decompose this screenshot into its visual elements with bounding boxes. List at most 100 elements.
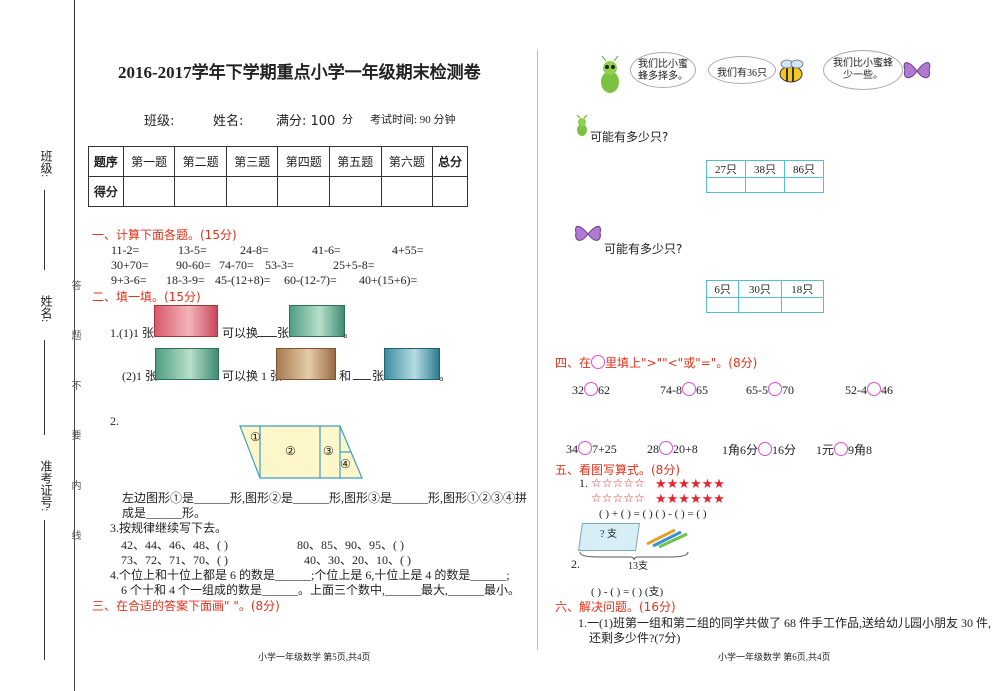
q2-number: 2. (110, 414, 119, 428)
calc-item: 24-8= (240, 243, 269, 257)
score-cell[interactable] (329, 176, 382, 207)
equation-row: ( ) - ( ) = ( ) (支) (591, 586, 664, 598)
compare-right: 65 (696, 383, 708, 397)
calc-item: 25+5-8= (333, 258, 375, 272)
banknote-50 (155, 348, 219, 380)
table-row: 得分 (88, 176, 468, 207)
mark-cell[interactable] (706, 177, 746, 193)
compare-left: 1元 (816, 443, 835, 457)
section-3-title: 三、在合适的答案下面画" "。(8分) (92, 599, 280, 613)
score-cell[interactable] (225, 176, 279, 207)
full-score: 满分: 100 (276, 114, 336, 129)
brace-icon (579, 551, 689, 560)
compare-circle[interactable] (758, 442, 773, 456)
compare-circle[interactable] (682, 382, 696, 396)
compare-item: 34 7+25 (566, 441, 617, 457)
score-cell[interactable] (380, 176, 434, 207)
money-q1a-unit: 张 (277, 326, 290, 340)
section-1-title: 一、计算下面各题。(15分) (92, 228, 237, 242)
header-cell: 第三题 (225, 146, 279, 177)
money-q1b-end: 。 (439, 369, 452, 383)
shape-label-3: ③ (323, 444, 334, 458)
calc-item: 13-5= (178, 243, 207, 257)
mark-cell[interactable] (738, 297, 782, 313)
money-q1b-prefix: (2)1 张 (122, 369, 157, 383)
header-cell: 题序 (88, 146, 124, 177)
score-cell[interactable] (432, 176, 468, 207)
section-4-title-a: 四、在 (555, 356, 592, 370)
compare-right: 16分 (772, 443, 797, 457)
shape-label-1: ① (250, 430, 261, 444)
seal-char: 题 (69, 330, 80, 340)
grasshopper-icon (576, 115, 588, 136)
compare-right: 46 (881, 383, 893, 397)
score-cell[interactable] (277, 176, 331, 207)
digit-question-line2: 6 个十和 4 个一组成的数是______。上面三个数中,______最大,__… (121, 583, 521, 597)
calc-item: 4+55= (392, 243, 424, 257)
calc-item: 74-70= (219, 258, 254, 272)
money-q1b-mid: 可以换 1 张 (222, 369, 283, 383)
mark-cell[interactable] (780, 297, 825, 313)
section-6-title: 六、解决问题。(16分) (555, 600, 676, 614)
compare-left: 34 (566, 442, 578, 456)
header-cell: 第五题 (329, 146, 382, 177)
parallelogram-shape (239, 425, 363, 479)
score-cell[interactable] (122, 176, 176, 207)
pattern-row: 42、44、46、48、( ) (121, 538, 228, 552)
calc-item: 90-60= (176, 258, 211, 272)
problem-line2: 还剩多少件?(7分) (589, 631, 681, 645)
speech-cloud: 我们有36只 (708, 56, 776, 84)
mark-cell[interactable] (705, 297, 740, 313)
butterfly-options-table: 6只 30只 18只 (705, 280, 825, 313)
score-cell[interactable] (174, 176, 227, 207)
option-cell: 38只 (745, 160, 785, 178)
header-cell: 第二题 (174, 146, 227, 177)
option-cell: 30只 (738, 280, 782, 298)
header-cell: 总分 (432, 146, 468, 177)
compare-right: 9角8 (848, 443, 873, 457)
section-4-title: 四、在里填上">""<"或"="。(8分) (555, 354, 757, 371)
mark-cell[interactable] (784, 177, 824, 193)
hollow-stars: ☆☆☆☆☆ (591, 476, 645, 490)
class-blank (44, 190, 45, 270)
compare-circle[interactable] (584, 382, 598, 396)
butterfly-icon (903, 62, 931, 79)
compare-circle[interactable] (659, 441, 673, 455)
mark-cell[interactable] (745, 177, 785, 193)
calc-item: 60-(12-7)= (284, 273, 337, 287)
money-q1b-and: 和 (339, 369, 352, 383)
grasshopper-icon (601, 56, 619, 93)
calc-item: 18-3-9= (166, 273, 205, 287)
calc-item: 11-2= (111, 243, 140, 257)
banknote-10 (384, 348, 440, 380)
section-4-title-b: 里填上">""<"或"="。(8分) (605, 356, 758, 370)
parallelogram-figure (239, 425, 363, 479)
option-cell: 18只 (780, 280, 825, 298)
cloud-text: 我们有36只 (717, 68, 767, 79)
compare-circle[interactable] (768, 382, 782, 396)
seal-char: 内 (69, 480, 80, 490)
option-cell: 86只 (784, 160, 824, 178)
class-info: 班级: (144, 114, 175, 129)
calc-item: 30+70= (111, 258, 149, 272)
header-cell: 第四题 (277, 146, 331, 177)
shape-question-line2: 成是______形。 (122, 506, 207, 520)
answer-blank[interactable] (257, 336, 277, 337)
table-row: 27只 38只 86只 (706, 160, 824, 178)
compare-circle[interactable] (834, 442, 849, 456)
money-q1a-end: 。 (343, 326, 356, 340)
compare-circle[interactable] (578, 441, 592, 455)
compare-left: 1角6分 (722, 443, 759, 457)
name-blank (44, 340, 45, 435)
table-row (705, 297, 825, 313)
speech-cloud: 我们比小蜜蜂多择多。 (630, 52, 696, 88)
pencils-icon (646, 528, 688, 548)
compare-item: 1角6分 16分 (722, 441, 796, 458)
answer-blank[interactable] (353, 379, 371, 380)
compare-circle[interactable] (867, 382, 881, 396)
compare-right: 7+25 (592, 442, 617, 456)
banknote-100 (154, 305, 218, 337)
total-count-label: 13支 (628, 561, 648, 572)
circle-icon (591, 355, 606, 369)
